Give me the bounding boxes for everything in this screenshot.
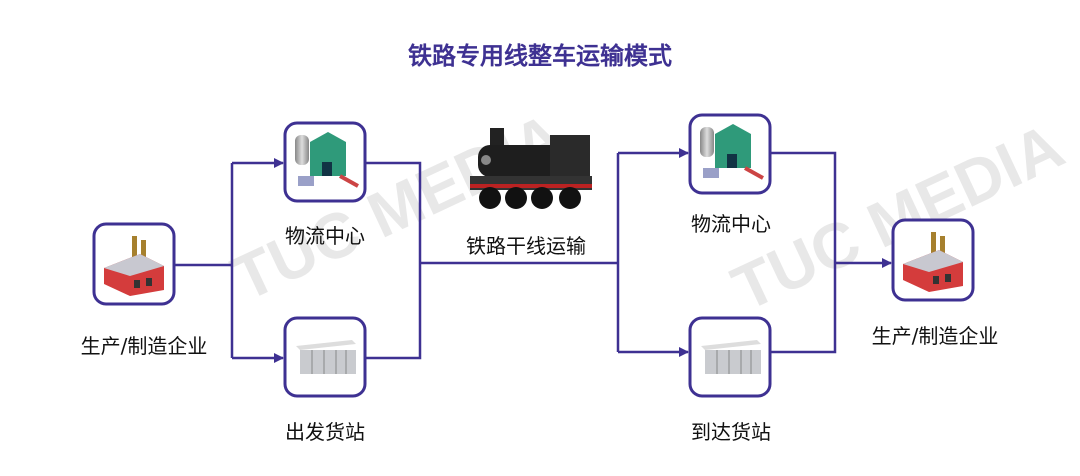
freight-station-icon — [688, 316, 772, 398]
logistics-center-right-label: 物流中心 — [691, 212, 771, 236]
freight-station-icon — [283, 316, 367, 398]
departure-station-label: 出发货站 — [285, 420, 365, 444]
trunk-rail-label: 铁路干线运输 — [466, 234, 586, 258]
warehouse-icon — [283, 121, 367, 203]
connector — [770, 151, 837, 354]
locomotive-icon — [470, 128, 592, 209]
factory-icon — [92, 222, 176, 306]
origin-factory-label: 生产/制造企业 — [80, 334, 208, 358]
warehouse-icon — [688, 113, 772, 195]
destination-factory-label: 生产/制造企业 — [871, 324, 999, 348]
factory-icon — [891, 218, 975, 302]
connector — [365, 153, 620, 360]
logistics-center-left-label: 物流中心 — [285, 224, 365, 248]
diagram-title: 铁路专用线整车运输模式 — [408, 42, 672, 70]
connector — [174, 163, 234, 358]
arrival-station-label: 到达货站 — [691, 420, 771, 444]
